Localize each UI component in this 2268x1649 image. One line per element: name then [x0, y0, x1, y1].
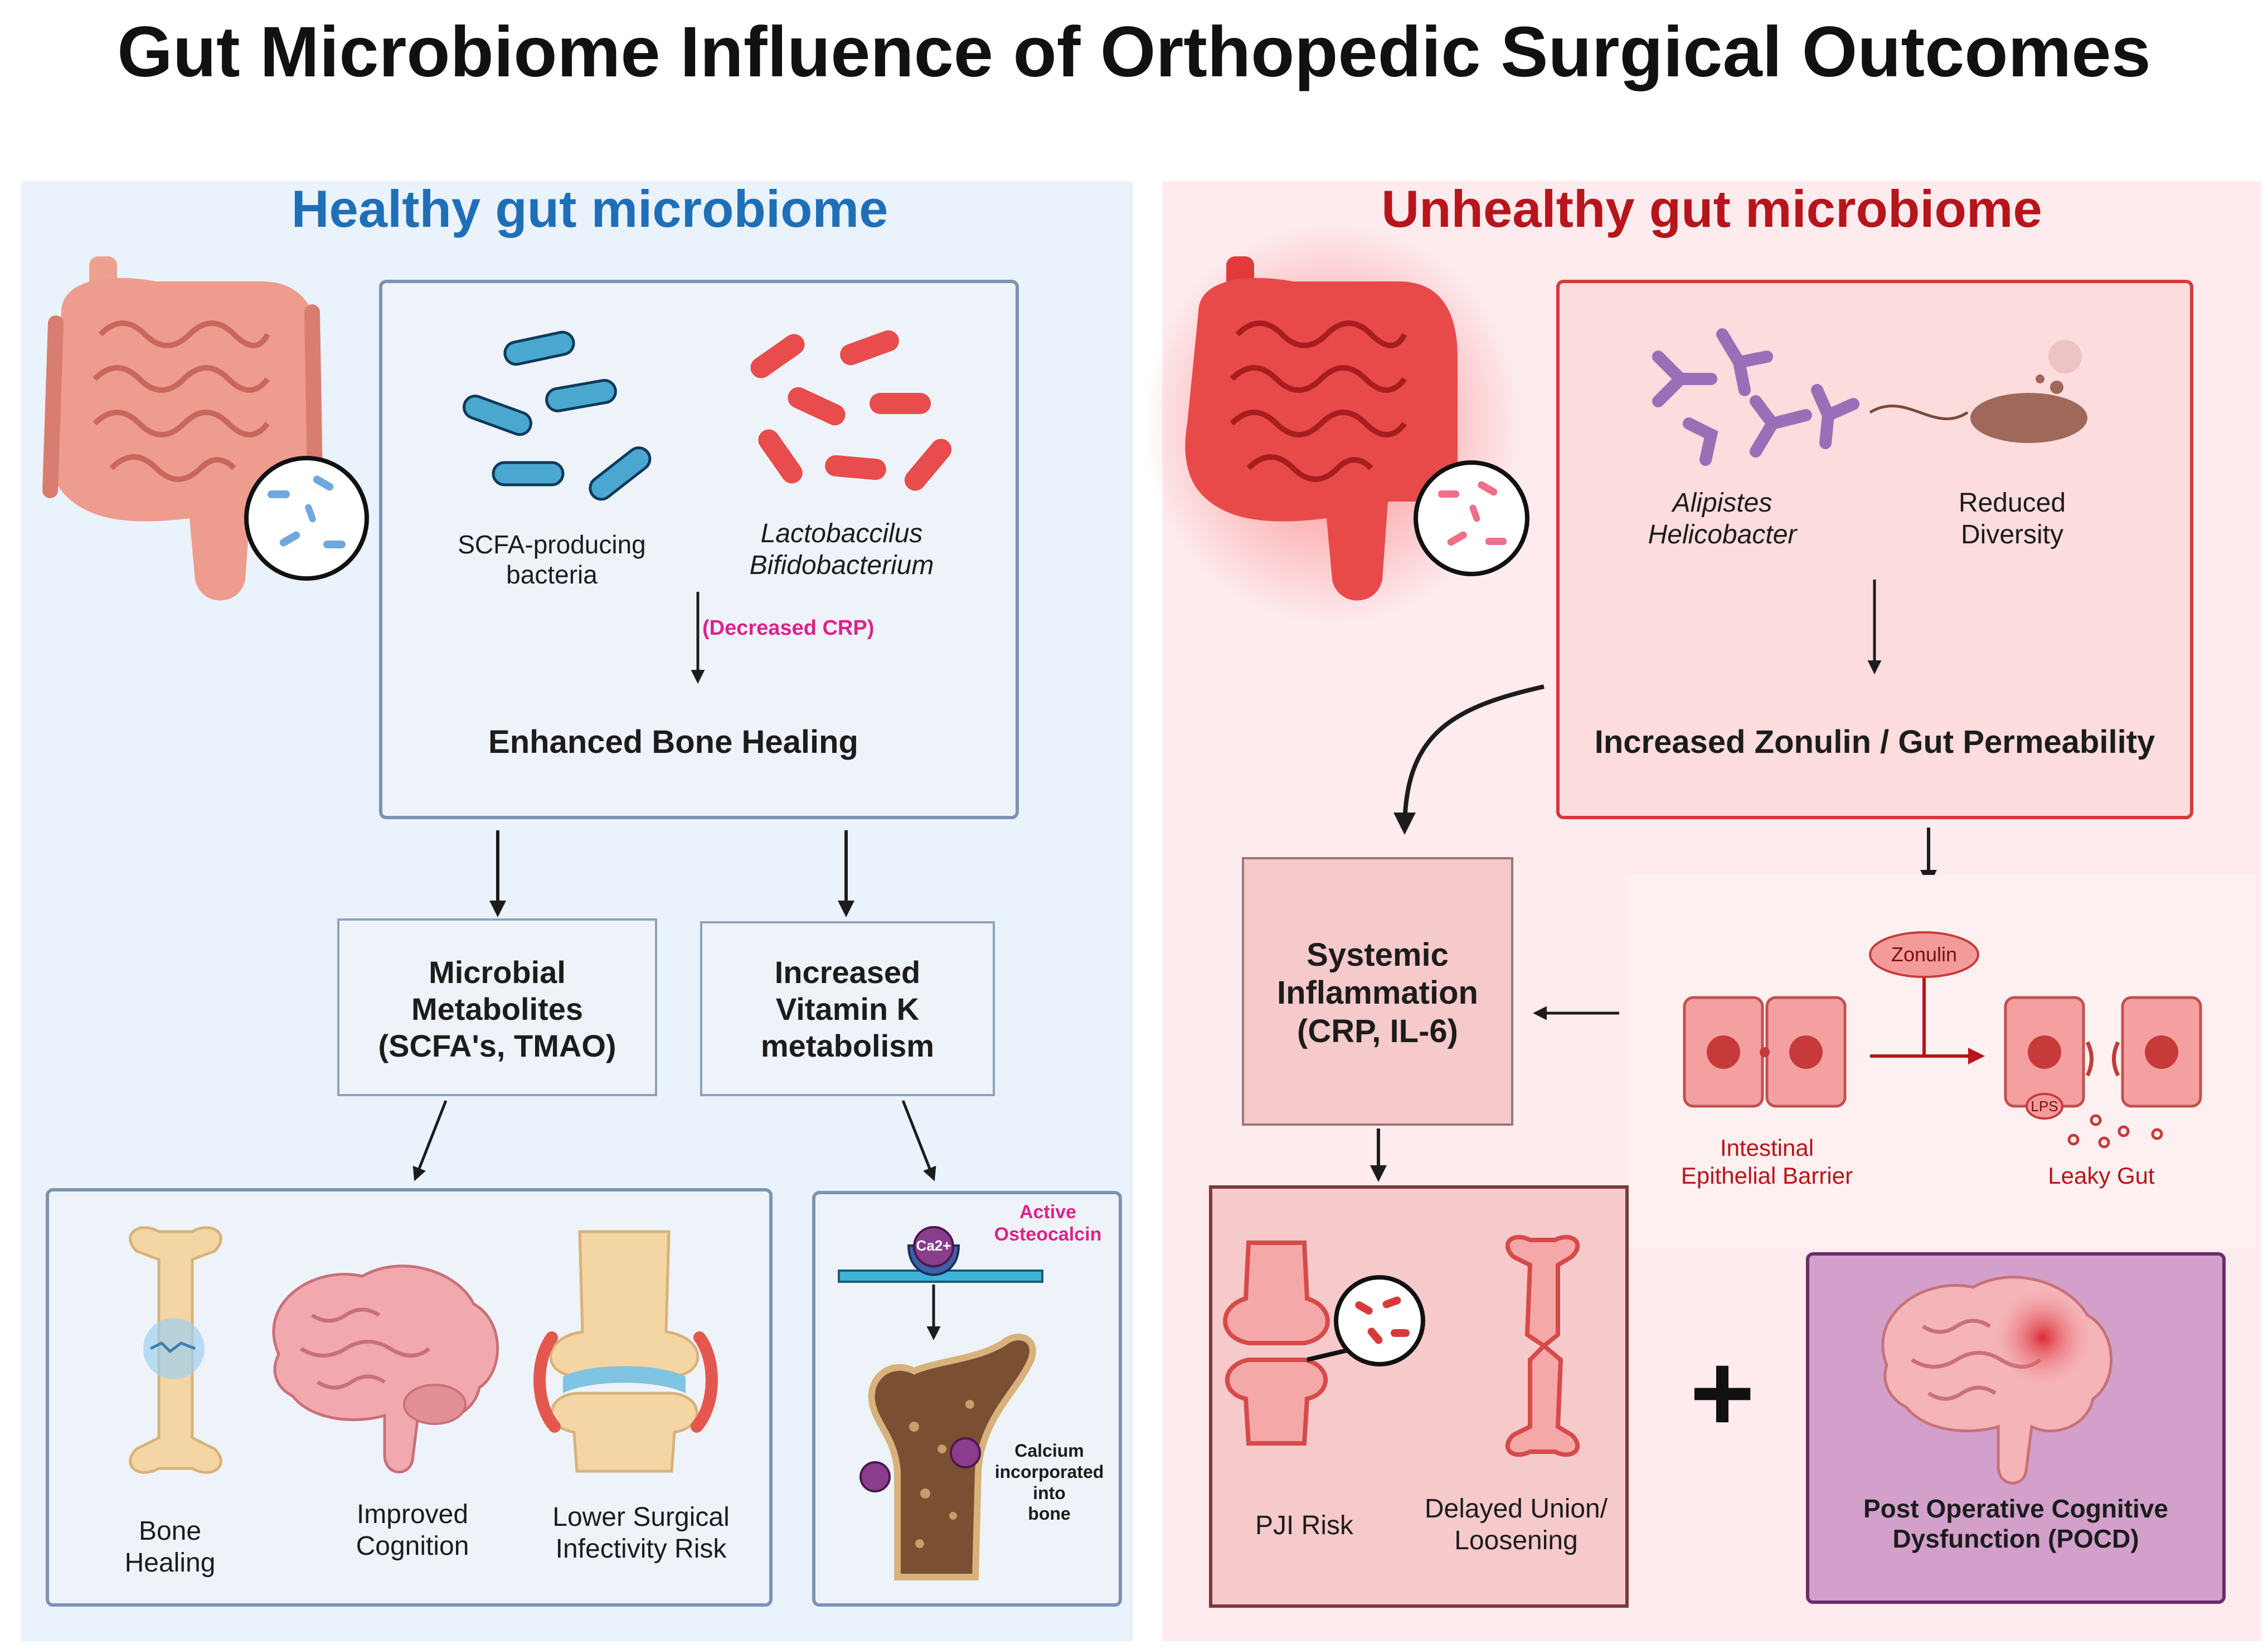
metabolites-box — [337, 918, 657, 1096]
vitamin-k-label: Increased Vitamin K metabolism — [760, 955, 935, 1064]
zonulin-result-label: Increased Zonulin / Gut Permeability — [1594, 724, 2155, 760]
lactobacillus-bacteria-icon — [750, 330, 952, 491]
inflammation-box — [1242, 857, 1513, 1126]
systemic-inflammation-label: Systemic Inflammation (CRP, IL-6) — [1277, 937, 1478, 1049]
leaky-barrier-icon — [2004, 996, 2202, 1149]
healthy-heading: Healthy gut microbiome — [291, 179, 888, 238]
zonulin-inhibit-line — [1870, 978, 1982, 1056]
alistipes-label: Alipistes Helicobacter — [1648, 488, 1797, 549]
bone-icon — [129, 1226, 222, 1474]
leaky-gut-label: Leaky Gut — [2048, 1162, 2155, 1189]
unhealthy-heading: Unhealthy gut microbiome — [1381, 179, 2042, 238]
bone-healing-label: Bone Healing — [124, 1516, 216, 1578]
vitamin-k-box — [700, 921, 995, 1096]
plus-sign: + — [1689, 1331, 1755, 1455]
arrow-to-inflammation — [1393, 684, 1545, 835]
brain-icon — [272, 1264, 499, 1473]
pocd-label: Post Operative Cognitive Dysfunction (PO… — [1863, 1494, 2168, 1554]
calcium-incorporated-label: Calcium incorporated into bone — [994, 1441, 1104, 1524]
scfa-bacteria-label: SCFA-producing bacteria — [458, 530, 646, 590]
enhanced-bone-healing-label: Enhanced Bone Healing — [488, 724, 858, 760]
zonulin-pill — [1869, 931, 1979, 978]
healthy-knee-icon — [533, 1230, 718, 1473]
intact-barrier-icon — [1683, 996, 1847, 1108]
alistipes-bacteria-icon — [1652, 328, 1859, 466]
lower-infectivity-label: Lower Surgical Infectivity Risk — [552, 1502, 730, 1564]
decreased-crp-note: (Decreased CRP) — [702, 616, 875, 640]
ca-ion-femur-1 — [859, 1461, 891, 1492]
reduced-diversity-label: Reduced Diversity — [1958, 488, 2066, 549]
ca-ion-femur-2 — [950, 1437, 981, 1468]
unhealthy-gut-illustration — [1143, 223, 1529, 624]
page-title: Gut Microbiome Influence of Orthopedic S… — [117, 12, 2151, 92]
improved-cognition-label: Improved Cognition — [356, 1500, 469, 1561]
ca-ion-top — [913, 1226, 954, 1267]
epithelial-barrier-label: Intestinal Epithelial Barrier — [1681, 1135, 1853, 1189]
ca-ion-label: Ca2+ — [916, 1237, 951, 1254]
lps-label: LPS — [2031, 1098, 2058, 1115]
broken-bone-icon — [1505, 1234, 1580, 1457]
scfa-bacteria-icon — [463, 330, 652, 501]
reduced-diversity-icon — [1869, 340, 2087, 443]
healthy-gut-illustration — [42, 256, 369, 601]
inflamed-knee-icon — [1223, 1241, 1425, 1446]
arrow-to-outcomes — [412, 1100, 448, 1181]
arrow-to-osteocalcin — [901, 1100, 936, 1181]
active-osteocalcin-label: Active Osteocalcin — [994, 1202, 1102, 1246]
inflamed-brain-icon — [1881, 1276, 2113, 1485]
zonulin-pill-label: Zonulin — [1891, 943, 1958, 966]
metabolites-label: Microbial Metabolites (SCFA's, TMAO) — [378, 955, 616, 1064]
lactobacillus-label: Lactobaccilus Bifidobacterium — [749, 519, 934, 580]
delayed-union-label: Delayed Union/ Loosening — [1424, 1494, 1608, 1555]
healthy-top-box — [379, 280, 1019, 819]
pji-risk-label: PJI Risk — [1255, 1511, 1353, 1540]
